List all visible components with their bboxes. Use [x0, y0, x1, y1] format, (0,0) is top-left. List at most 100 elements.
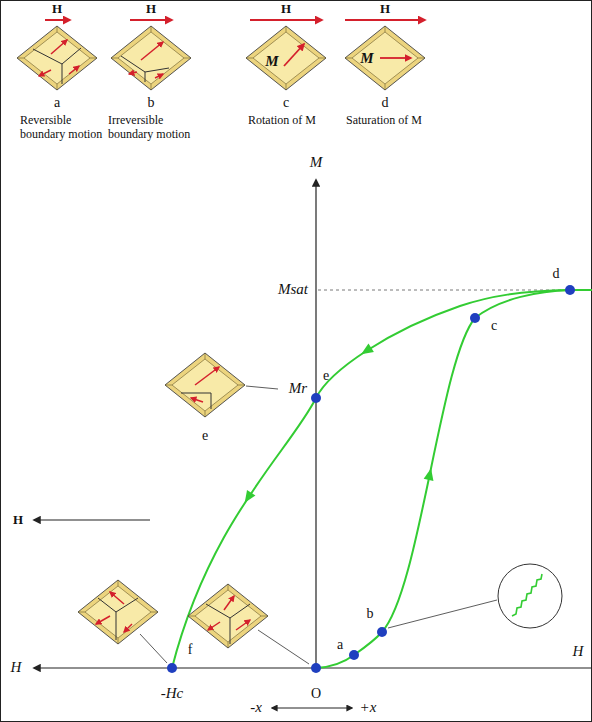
crystal-b — [111, 26, 191, 90]
curve-point — [311, 663, 321, 673]
value-label: Msat — [278, 281, 308, 298]
curve-arrowhead — [240, 344, 435, 506]
point-label: c — [491, 318, 497, 334]
crystal-f — [96, 592, 132, 632]
crystal-o — [208, 622, 220, 630]
virgin-curve — [316, 290, 592, 668]
stage-letter: a — [54, 95, 60, 111]
crystal-b — [121, 56, 169, 82]
direction-label: +x — [360, 699, 377, 716]
point-label: e — [323, 368, 329, 384]
field-label: H — [52, 2, 62, 17]
stage-caption: Reversible boundary motion — [20, 114, 104, 142]
field-label: H — [281, 2, 291, 17]
point-label: O — [311, 686, 321, 702]
crystal-b — [155, 74, 163, 78]
curve-arrowhead — [424, 467, 436, 481]
stage-letter: d — [382, 95, 389, 111]
leader-line — [388, 600, 497, 628]
crystal-f — [110, 592, 124, 604]
field-label: H — [13, 513, 23, 528]
return-curve — [172, 290, 570, 668]
curve-arrowhead — [240, 490, 255, 506]
crystal-a — [69, 66, 79, 74]
stage-letter: c — [283, 95, 289, 111]
point-label: f — [188, 642, 193, 658]
crystal-e — [165, 353, 245, 417]
point-label: d — [553, 266, 560, 282]
stage-caption: Rotation of M — [248, 114, 332, 128]
crystal-b — [129, 42, 163, 78]
magnetization-arrow — [380, 57, 411, 59]
crystal-o — [236, 620, 250, 630]
crystal-a — [39, 70, 51, 76]
leader-line — [258, 630, 309, 664]
crystal-a — [33, 48, 81, 84]
crystal-o — [188, 584, 268, 648]
crystal-b — [129, 72, 137, 74]
value-label: Mr — [289, 380, 307, 397]
crystal-e — [191, 367, 219, 402]
crystal-node: M — [343, 24, 427, 92]
curve-point — [565, 285, 575, 295]
crystal-a — [17, 26, 97, 90]
magnetization-arrow — [284, 44, 304, 66]
field-label: H — [380, 2, 390, 17]
axis-label: H — [573, 643, 584, 660]
field-arrow — [130, 19, 172, 21]
crystal-a — [39, 40, 79, 76]
axis-label: H — [11, 659, 22, 676]
vector-label: M — [265, 53, 278, 70]
crystal-b — [111, 26, 191, 90]
crystal-e — [181, 393, 211, 409]
crystal-e — [191, 398, 203, 402]
stage-caption: Saturation of M — [346, 114, 430, 128]
vector-label: M — [360, 50, 373, 67]
field-arrow — [250, 19, 322, 21]
field-arrow — [45, 19, 70, 21]
curve-point — [377, 627, 387, 637]
stage-letter: b — [148, 95, 155, 111]
curve-point — [167, 663, 177, 673]
crystal-shape — [244, 24, 328, 92]
crystal-a — [17, 26, 97, 90]
field-arrow — [45, 19, 425, 21]
curve-point — [167, 285, 575, 673]
crystal-f — [78, 580, 158, 644]
crystal-f — [78, 580, 158, 644]
crystal-node: M — [244, 24, 328, 92]
crystal-o — [206, 604, 250, 644]
crystal-shape — [345, 26, 425, 90]
point-label: a — [337, 637, 343, 653]
direction-arrow — [272, 708, 352, 709]
field-arrow — [345, 19, 425, 21]
crystal-b — [141, 42, 163, 60]
crystal-o — [188, 584, 268, 648]
direction-label: -x — [250, 699, 262, 716]
field-label: H — [146, 2, 156, 17]
point-label: b — [367, 606, 374, 622]
m-axis — [315, 180, 316, 668]
leader-line — [246, 386, 278, 389]
value-label: -Hc — [161, 685, 184, 702]
crystal-o — [208, 596, 250, 630]
point-label: e — [202, 428, 208, 444]
crystal-a — [51, 40, 67, 54]
curve-point — [470, 313, 480, 323]
zoom-circle — [498, 564, 562, 628]
axis-label: M — [310, 154, 323, 171]
crystal-o — [224, 596, 234, 610]
leader-line — [140, 634, 167, 663]
stage-caption: Irreversible boundary motion — [108, 114, 192, 142]
crystal-shape — [343, 24, 427, 92]
crystal-f — [124, 624, 132, 632]
barkhausen-steps — [512, 574, 542, 616]
curve-point — [349, 650, 359, 660]
crystal-e — [195, 367, 219, 385]
crystal-shape — [246, 26, 326, 90]
crystal-f — [96, 616, 110, 624]
field-arrow — [34, 519, 150, 520]
